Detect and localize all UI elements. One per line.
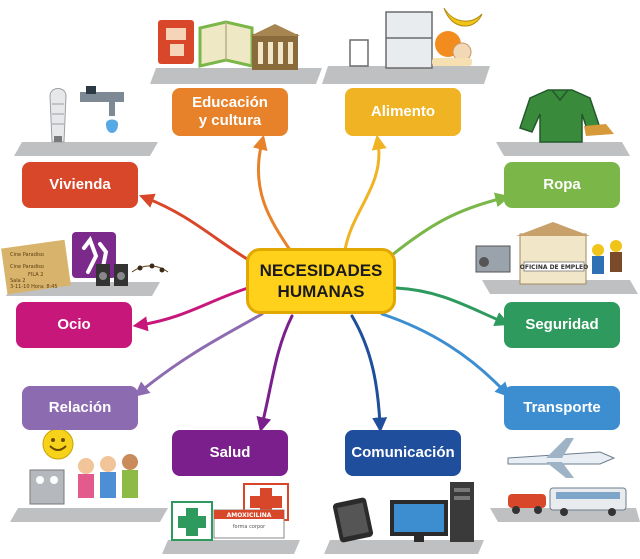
medicine-box-label: AMOXICILINA [227, 512, 272, 519]
node-seguridad: Seguridad [504, 302, 620, 348]
connector-ropa [390, 192, 511, 257]
transport-illustration [507, 438, 627, 516]
connector-salud [256, 314, 294, 433]
node-ropa: Ropa [504, 162, 620, 208]
center-title-line-1: NECESIDADES [259, 261, 383, 280]
connector-ocio [132, 286, 250, 332]
node-ocio-label: Ocio [57, 316, 91, 333]
node-salud: Salud [172, 430, 288, 476]
ticket-text-2: Cine Paradiso [10, 264, 44, 270]
node-comunicacion-label: Comunicación [351, 444, 455, 461]
connector-seguridad [394, 286, 510, 326]
node-relacion-label: Relación [48, 399, 112, 416]
node-transporte: Transporte [504, 386, 620, 430]
node-educacion: Educación y cultura [172, 88, 288, 136]
connector-relacion [134, 312, 264, 397]
security-illustration: OFICINA DE EMPLEO [475, 222, 622, 285]
node-transporte-label: Transporte [523, 399, 601, 416]
connectors [132, 134, 511, 433]
health-illustration: AMOXICILINA forma corpor [171, 483, 289, 541]
food-illustration [349, 7, 483, 69]
node-educacion-line-2: y cultura [198, 112, 262, 129]
ticket-text-1: Cine Paradiso [10, 252, 44, 258]
node-ropa-label: Ropa [543, 176, 581, 193]
connector-alimento [343, 134, 387, 252]
ticket-text-5: 3-11-10 Hora: 8:45 [10, 284, 58, 290]
center-node: NECESIDADES HUMANAS [246, 248, 396, 314]
node-salud-label: Salud [209, 444, 251, 461]
center-title-line-2: HUMANAS [277, 282, 365, 301]
node-ocio: Ocio [16, 302, 132, 348]
clothes-illustration [519, 89, 614, 143]
communication-illustration [332, 482, 474, 543]
node-alimento-label: Alimento [370, 103, 436, 120]
node-vivienda: Vivienda [22, 162, 138, 208]
employment-sign-text: OFICINA DE EMPLEO [520, 264, 588, 271]
node-alimento: Alimento [345, 88, 461, 136]
leisure-illustration: Cine Paradiso Cine Paradiso FILA 2 Sala … [1, 232, 169, 295]
ticket-text-4: Sala 2 [10, 278, 25, 284]
medicine-box-sublabel: forma corpor [233, 524, 266, 530]
connector-educacion [252, 134, 292, 252]
connector-vivienda [139, 193, 254, 264]
relation-illustration [29, 428, 138, 505]
node-comunicacion: Comunicación [345, 430, 461, 476]
node-seguridad-label: Seguridad [525, 316, 599, 333]
education-illustration [158, 20, 300, 70]
ticket-text-3: FILA 2 [28, 272, 43, 278]
connector-comunicacion [350, 314, 388, 433]
node-educacion-line-1: Educación [192, 94, 268, 111]
node-relacion: Relación [22, 386, 138, 430]
connector-transporte [380, 312, 511, 398]
housing-illustration [49, 86, 124, 143]
node-vivienda-label: Vivienda [49, 176, 111, 193]
